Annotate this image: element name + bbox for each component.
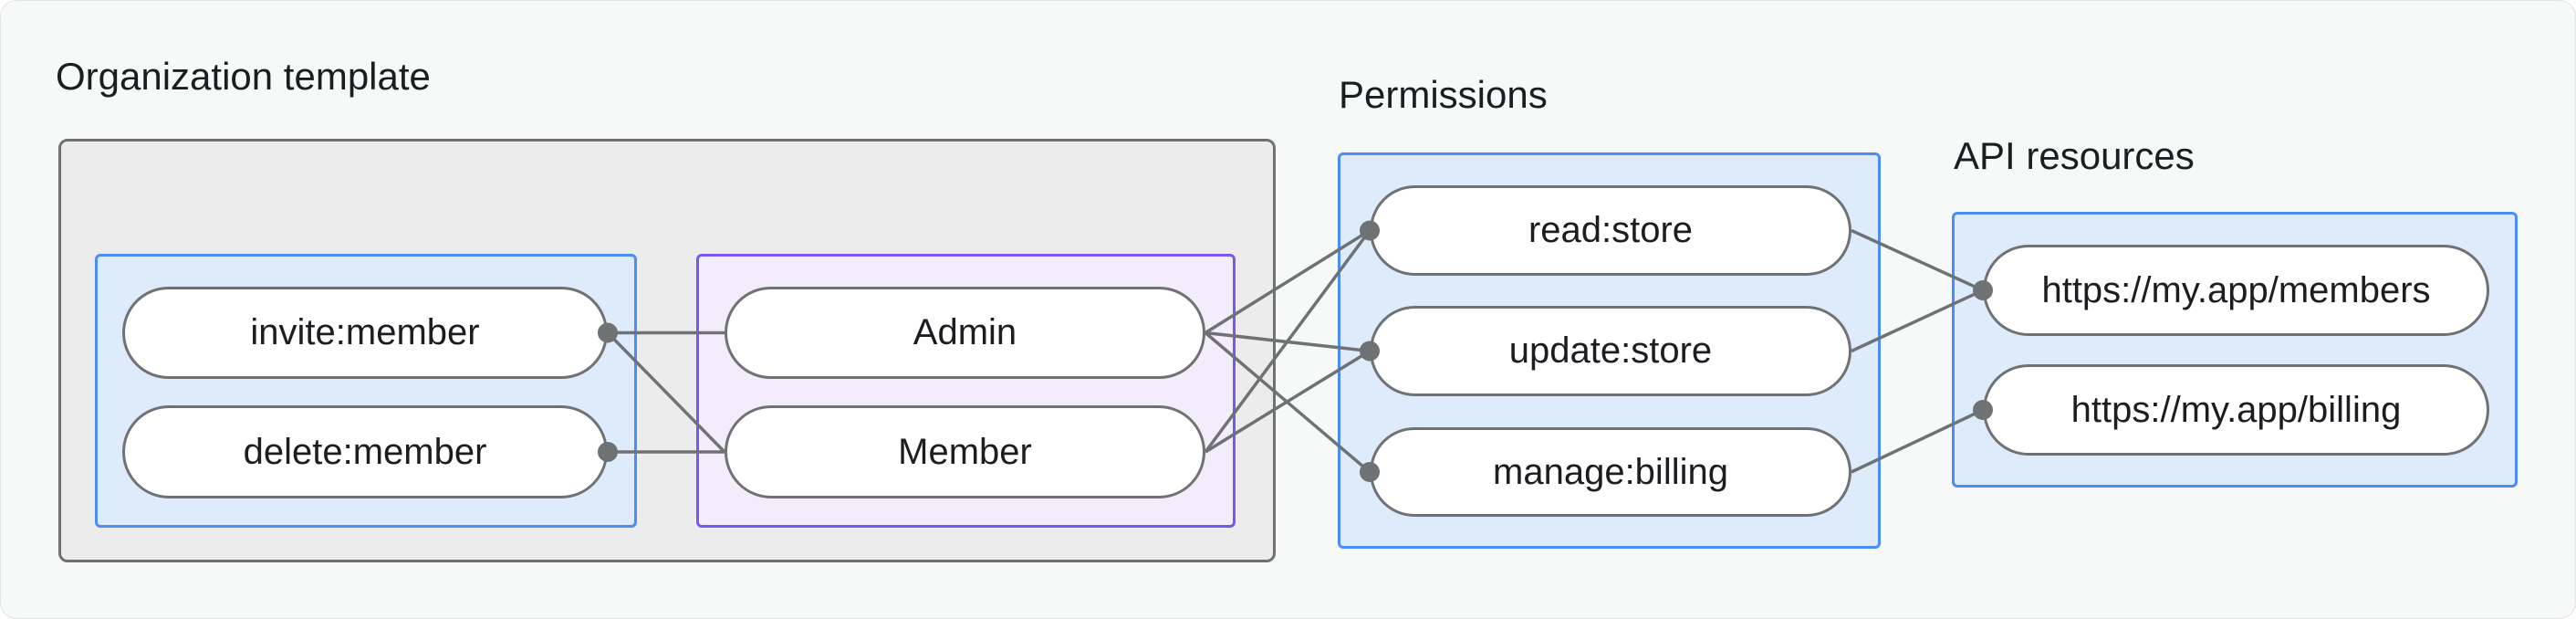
node-admin: Admin [725, 287, 1205, 379]
node-api-members: https://my.app/members [1983, 245, 2489, 336]
api-resources-heading: API resources [1954, 134, 2195, 177]
node-read-store: read:store [1370, 185, 1851, 276]
node-delete-member: delete:member [122, 405, 608, 498]
node-manage-billing: manage:billing [1370, 427, 1851, 517]
node-member: Member [725, 405, 1205, 498]
node-invite-member: invite:member [122, 287, 608, 379]
permissions-heading: Permissions [1339, 73, 1548, 116]
org-template-heading: Organization template [56, 55, 431, 98]
node-update-store: update:store [1370, 306, 1851, 396]
node-api-billing: https://my.app/billing [1983, 364, 2489, 456]
